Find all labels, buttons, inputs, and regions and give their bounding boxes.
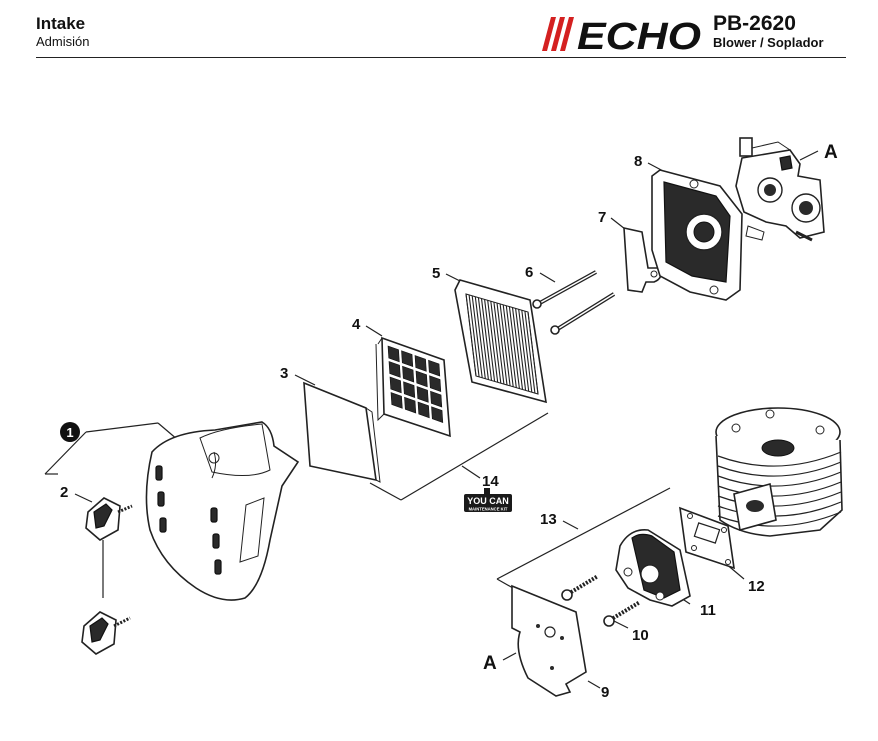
filter-pleat [527, 311, 539, 395]
filter-pleat [511, 307, 524, 390]
maintenance-kit-badge: YOU CAN MAINTENANCE KIT [464, 488, 512, 512]
section-header: Intake Admisión [36, 14, 89, 50]
filter-cell [401, 350, 414, 367]
air-filter-base [651, 169, 743, 301]
model-description: Blower / Soplador [713, 35, 824, 50]
cooling-fin [717, 471, 842, 487]
bracket-14 [369, 412, 549, 501]
filter-pleat [518, 309, 530, 392]
callout-13: 13 [540, 511, 557, 528]
callout-1: 1 [60, 422, 80, 442]
filter-cell [430, 390, 443, 408]
cooling-fin [717, 451, 842, 467]
cooling-fin [717, 501, 842, 517]
filter-cell [416, 386, 429, 403]
carburetor [735, 137, 825, 242]
filter-cell [414, 355, 427, 372]
callout-14: 14 [482, 473, 499, 490]
cooling-fin [717, 481, 842, 497]
callout-5: 5 [432, 265, 440, 282]
model-info: PB-2620 Blower / Soplador [713, 12, 824, 51]
pre-filter [303, 381, 381, 483]
insulator-screws [561, 574, 642, 627]
filter-cell [390, 392, 403, 409]
filter-cell [388, 361, 401, 378]
header-rule [36, 57, 846, 58]
air-cleaner-cover [145, 421, 300, 601]
filter-pleat [505, 305, 517, 388]
cooling-fin [717, 511, 842, 527]
filter-pleat [502, 304, 514, 387]
filter-pleat [521, 310, 533, 393]
brand-wordmark: ECHO [577, 16, 701, 53]
filter-case [454, 279, 547, 404]
callout-8: 8 [634, 153, 642, 170]
badge-line1: YOU CAN [467, 496, 509, 506]
reference-a-top: A [824, 142, 838, 163]
filter-pleat [484, 299, 496, 382]
filter-cell [428, 359, 441, 377]
callout-3: 3 [280, 365, 288, 382]
filter-pleat [474, 296, 486, 379]
long-bolts [532, 270, 616, 335]
section-subtitle: Admisión [36, 34, 90, 49]
model-number: PB-2620 [713, 12, 796, 35]
cover-knob-upper [85, 497, 133, 541]
intake-insulator [615, 529, 691, 607]
filter-cell [387, 345, 400, 363]
callout-12: 12 [748, 578, 765, 595]
filter-pleat [471, 295, 483, 378]
filter-pleat [496, 302, 508, 386]
filter-cell [431, 406, 444, 423]
engine-cylinder [715, 407, 843, 537]
callout-2: 2 [60, 484, 68, 501]
filter-pleat [499, 303, 511, 386]
badge-line2: MAINTENANCE KIT [469, 507, 508, 512]
callout-6: 6 [525, 264, 533, 281]
filter-cell [402, 365, 415, 383]
filter-cell [417, 401, 430, 419]
filter-pleat [490, 301, 502, 384]
callout-10: 10 [632, 627, 649, 644]
reference-a-bottom: A [483, 653, 497, 674]
filter-element [375, 336, 451, 438]
callout-9: 9 [601, 684, 609, 701]
filter-pleat [465, 293, 477, 377]
carburetor-plate [511, 584, 587, 697]
filter-cell [389, 376, 402, 394]
filter-pleat [480, 298, 493, 381]
callout-1-label: 1 [66, 425, 73, 440]
callout-4: 4 [352, 316, 361, 333]
cooling-fin [717, 491, 842, 507]
filter-pleat [468, 294, 480, 377]
cooling-fin [717, 461, 842, 477]
filter-pleat [477, 297, 489, 380]
echo-logo: ECHO [542, 16, 701, 53]
filter-cell [429, 375, 442, 392]
section-title: Intake [36, 14, 86, 33]
callout-11: 11 [700, 602, 716, 619]
callout-7: 7 [598, 209, 606, 226]
insulator-gasket [679, 506, 735, 570]
filter-cell [403, 381, 416, 398]
filter-pleat [508, 306, 520, 389]
filter-cell [404, 396, 417, 414]
filter-cell [415, 370, 428, 388]
cover-knob-lower [81, 611, 131, 655]
filter-pleat [524, 311, 536, 394]
filter-pleat [493, 302, 505, 385]
filter-pleat [515, 308, 527, 391]
filter-pleat [487, 300, 499, 383]
